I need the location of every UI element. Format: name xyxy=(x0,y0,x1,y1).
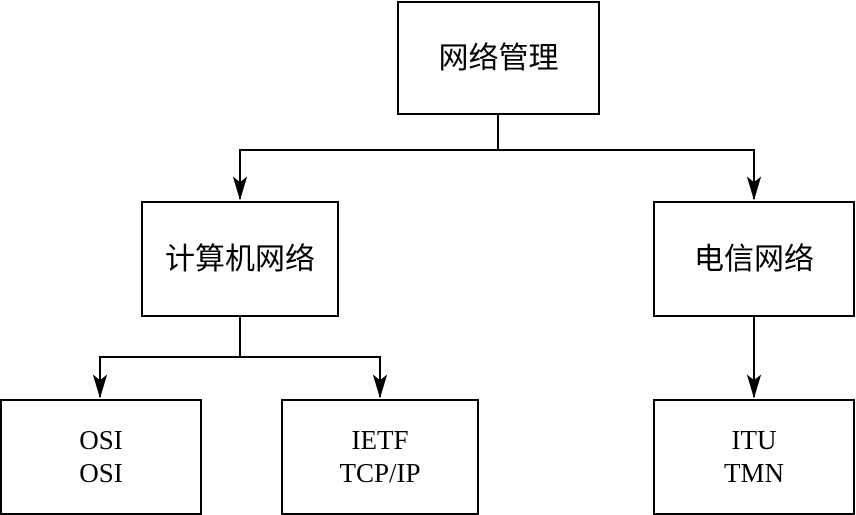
computer-network-node: 计算机网络 xyxy=(141,201,339,317)
osi-node-line-2: OSI xyxy=(79,458,123,488)
itu-node-line-1: ITU xyxy=(731,425,777,455)
itu-node-line-2: TMN xyxy=(724,458,784,488)
telecom-network-label: 电信网络 xyxy=(694,241,814,277)
itu-node-text: ITU TMN xyxy=(724,424,784,490)
computer-network-label: 计算机网络 xyxy=(165,241,315,277)
telecom-network-node: 电信网络 xyxy=(653,201,855,317)
root-node-label: 网络管理 xyxy=(438,40,559,76)
osi-node-text: OSI OSI xyxy=(79,424,123,490)
root-node: 网络管理 xyxy=(397,1,600,115)
itu-node: ITU TMN xyxy=(653,399,855,515)
ietf-node-line-2: TCP/IP xyxy=(339,458,421,488)
ietf-node-line-1: IETF xyxy=(351,425,409,455)
osi-node: OSI OSI xyxy=(0,399,202,515)
osi-node-line-1: OSI xyxy=(79,425,123,455)
ietf-node: IETF TCP/IP xyxy=(281,399,479,515)
ietf-node-text: IETF TCP/IP xyxy=(339,424,420,490)
